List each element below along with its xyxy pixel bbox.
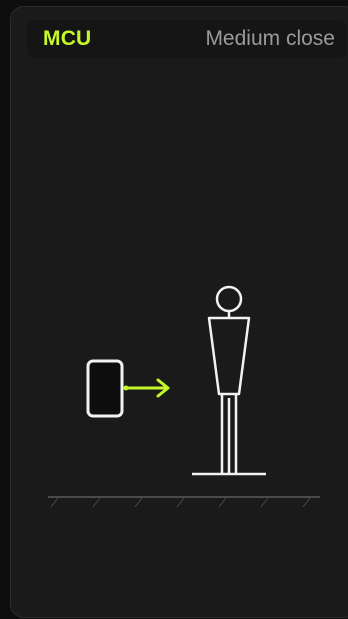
arrow-origin-dot [124, 386, 129, 391]
arrow-right-icon [126, 380, 168, 396]
ground-line [48, 497, 320, 507]
camera-icon [88, 361, 122, 416]
person-figure-icon [192, 287, 266, 474]
